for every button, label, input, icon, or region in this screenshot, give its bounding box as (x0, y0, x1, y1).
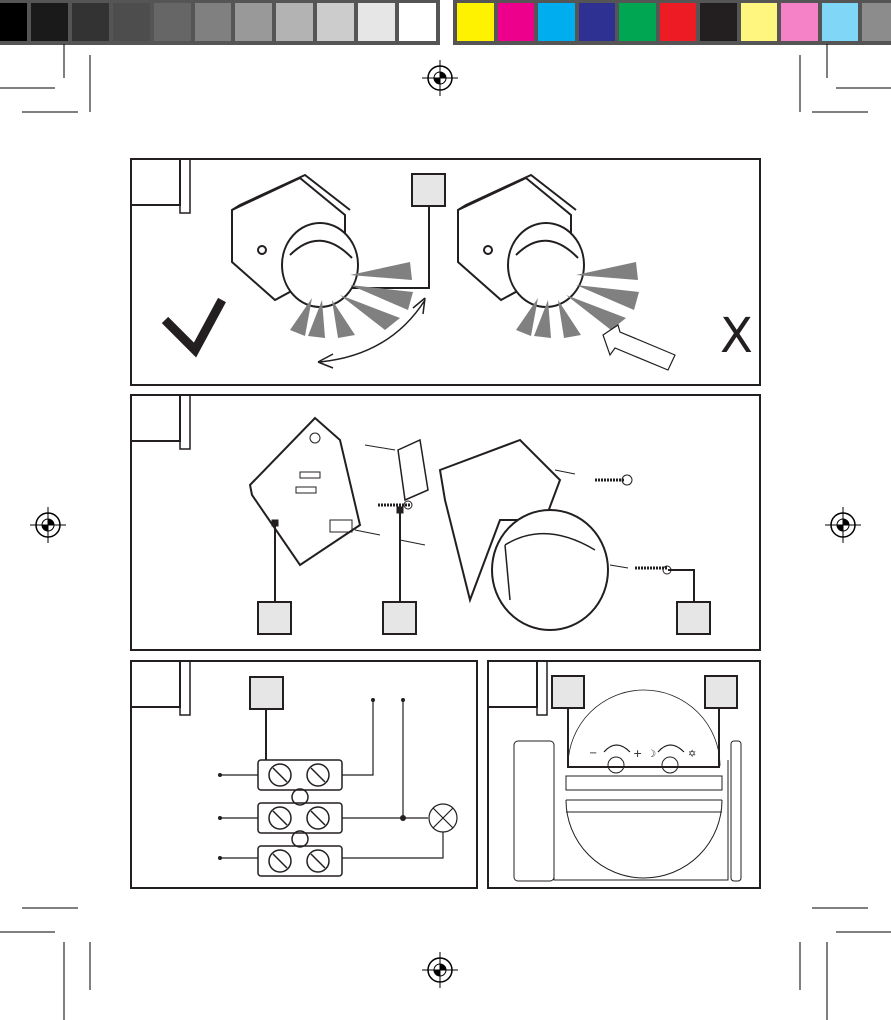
color-swatch (497, 3, 535, 41)
moon-icon: ☽ (647, 749, 656, 760)
callout-box (257, 601, 292, 635)
color-swatch (194, 3, 232, 41)
panel-4-adjustment (487, 660, 761, 889)
detection-rays-correct (290, 262, 413, 338)
callout-box (676, 601, 711, 635)
sensor-illustration-correct (231, 173, 359, 308)
color-swatch (821, 3, 859, 41)
terminal-block (397, 438, 429, 502)
color-swatch (0, 3, 27, 41)
color-swatch (659, 3, 697, 41)
callout-box (411, 173, 446, 207)
callout-box (249, 676, 284, 710)
color-swatch (358, 3, 396, 41)
detection-rays-wrong (516, 262, 639, 338)
wrong-mark: X (720, 308, 753, 364)
registration-mark-icon (30, 507, 66, 543)
sensitivity-knob (607, 756, 625, 774)
color-swatch (317, 3, 355, 41)
color-swatch (862, 3, 891, 41)
callout-box (551, 675, 585, 709)
color-swatch (153, 3, 191, 41)
registration-mark-icon (422, 952, 458, 988)
color-swatch (399, 3, 436, 41)
color-swatch (457, 3, 494, 41)
sun-icon: ✡ (688, 749, 696, 760)
color-swatch (538, 3, 575, 41)
color-swatch (740, 3, 778, 41)
step-number-box (488, 661, 538, 708)
terminal-blocks (257, 759, 343, 877)
color-swatch (781, 3, 818, 41)
panel-2-assembly (130, 394, 761, 651)
approach-arrow-icon (602, 324, 676, 371)
color-swatch (619, 3, 656, 41)
plus-label: + (633, 747, 642, 760)
step-number-box (131, 159, 181, 206)
base-plate (248, 416, 362, 567)
sensor-illustration-wrong (457, 173, 585, 308)
gray-color-bar (0, 0, 440, 45)
color-swatch (71, 3, 109, 41)
minus-label: − (589, 748, 597, 759)
registration-mark-icon (422, 60, 458, 96)
color-swatch (578, 3, 616, 41)
callout-box (704, 675, 738, 709)
color-swatch (112, 3, 150, 41)
color-swatch (235, 3, 273, 41)
crop-marks (0, 44, 891, 1020)
panel-3-wiring (130, 660, 478, 889)
callout-box (382, 601, 417, 635)
process-color-bar (453, 0, 891, 45)
step-number-box (131, 661, 181, 708)
checkmark-icon (161, 297, 226, 358)
swing-arrow (319, 299, 426, 363)
color-swatch (30, 3, 68, 41)
registration-mark-icon (825, 507, 861, 543)
panel-1-mounting-orientation (130, 158, 761, 386)
color-swatch (700, 3, 737, 41)
lux-knob (661, 756, 679, 774)
step-number-box (131, 395, 181, 442)
color-swatch (276, 3, 314, 41)
